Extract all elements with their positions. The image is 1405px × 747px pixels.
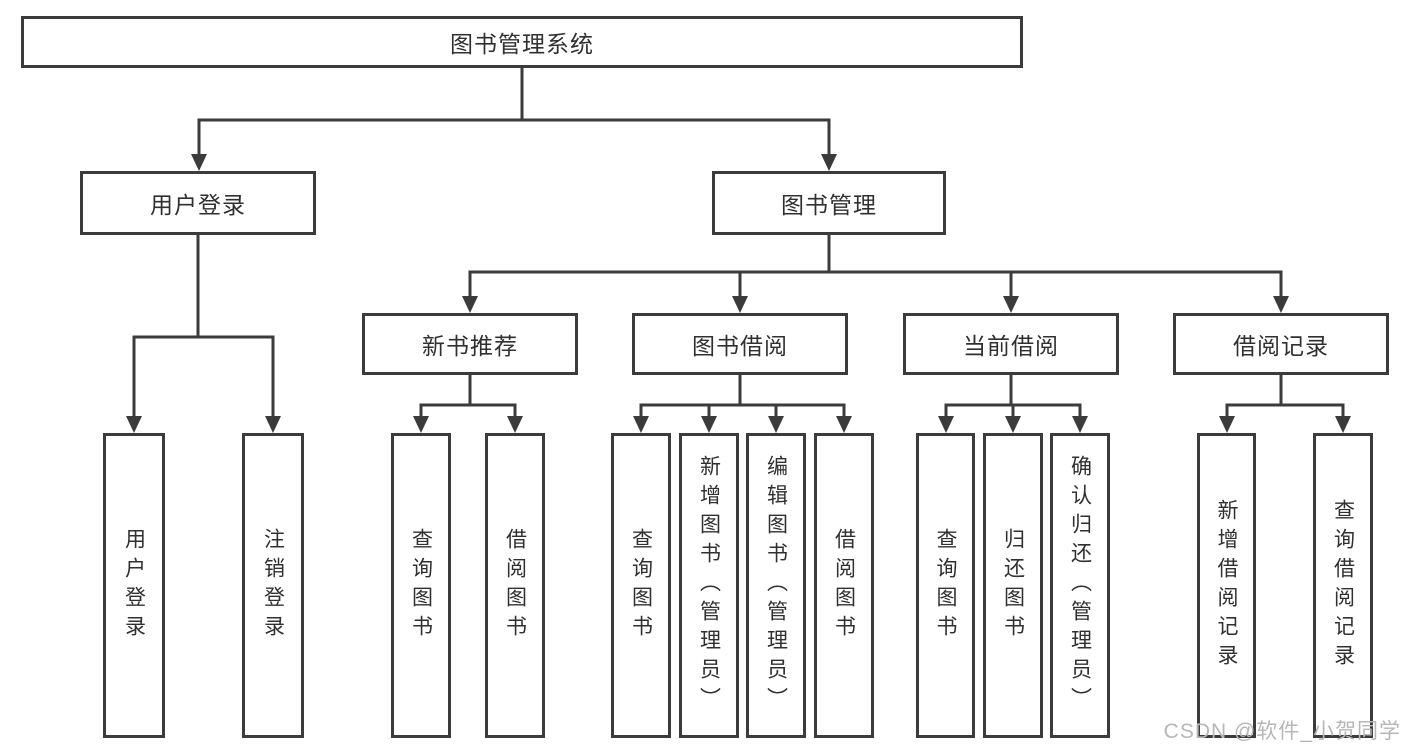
node-current-borrowing: 当前借阅 — [903, 313, 1119, 375]
node-book-management: 图书管理 — [712, 171, 946, 235]
edge-book-management-to-level3 — [468, 233, 1283, 299]
leaf-records-add-record: 新增借阅记录 — [1197, 433, 1256, 738]
leaf-records-search-record-label: 查询借阅记录 — [1331, 498, 1355, 673]
leaf-current-search-books-label: 查询图书 — [934, 527, 957, 644]
node-root: 图书管理系统 — [21, 16, 1023, 68]
leaf-user-login: 用户登录 — [103, 433, 165, 738]
node-borrowing-records: 借阅记录 — [1173, 313, 1389, 375]
edge-borrowing-records-to-leaves — [1225, 373, 1345, 419]
leaf-current-return-books-label: 归还图书 — [1001, 527, 1025, 644]
leaf-borrowing-add-books: 新增图书（管理员） — [679, 433, 739, 738]
edge-current-borrowing-to-leaves — [944, 373, 1082, 419]
leaf-logout-login-label: 注销登录 — [261, 527, 285, 644]
leaf-logout-login: 注销登录 — [242, 433, 304, 738]
leaf-newbook-search-books: 查询图书 — [391, 433, 451, 738]
node-user-login-label: 用户登录 — [150, 192, 246, 218]
leaf-newbook-borrow-books: 借阅图书 — [485, 433, 545, 738]
edge-new-book-to-leaves — [419, 373, 517, 419]
leaf-newbook-borrow-books-label: 借阅图书 — [503, 527, 527, 644]
leaf-current-return-books: 归还图书 — [983, 433, 1043, 738]
leaf-borrowing-add-books-label: 新增图书（管理员） — [697, 455, 721, 716]
leaf-current-confirm-return: 确认归还（管理员） — [1050, 433, 1110, 738]
leaf-borrowing-borrow-books-label: 借阅图书 — [832, 527, 856, 644]
node-book-borrowing: 图书借阅 — [632, 313, 848, 375]
edge-book-borrowing-to-leaves — [639, 373, 846, 419]
leaf-records-search-record: 查询借阅记录 — [1313, 433, 1373, 738]
node-user-login: 用户登录 — [80, 171, 316, 235]
node-book-management-label: 图书管理 — [781, 192, 877, 218]
leaf-borrowing-search-books: 查询图书 — [611, 433, 671, 738]
leaf-user-login-label: 用户登录 — [122, 527, 146, 644]
leaf-borrowing-edit-books: 编辑图书（管理员） — [746, 433, 806, 738]
leaf-records-add-record-label: 新增借阅记录 — [1215, 498, 1238, 673]
leaf-newbook-search-books-label: 查询图书 — [409, 527, 433, 644]
leaf-borrowing-edit-books-label: 编辑图书（管理员） — [764, 455, 788, 716]
leaf-current-search-books: 查询图书 — [916, 433, 975, 738]
csdn-watermark: CSDN @软件_小贺同学 — [1163, 720, 1401, 743]
edge-root-to-level2 — [197, 66, 831, 157]
leaf-borrowing-search-books-label: 查询图书 — [629, 527, 653, 644]
leaf-current-confirm-return-label: 确认归还（管理员） — [1068, 455, 1092, 716]
node-current-borrowing-label: 当前借阅 — [963, 333, 1059, 359]
node-new-book-recommend: 新书推荐 — [362, 313, 578, 375]
edge-user-login-to-leaves — [132, 233, 275, 419]
node-new-book-recommend-label: 新书推荐 — [422, 333, 518, 359]
leaf-borrowing-borrow-books: 借阅图书 — [814, 433, 874, 738]
node-borrowing-records-label: 借阅记录 — [1233, 333, 1329, 359]
node-book-borrowing-label: 图书借阅 — [692, 333, 788, 359]
node-root-label: 图书管理系统 — [450, 31, 594, 57]
